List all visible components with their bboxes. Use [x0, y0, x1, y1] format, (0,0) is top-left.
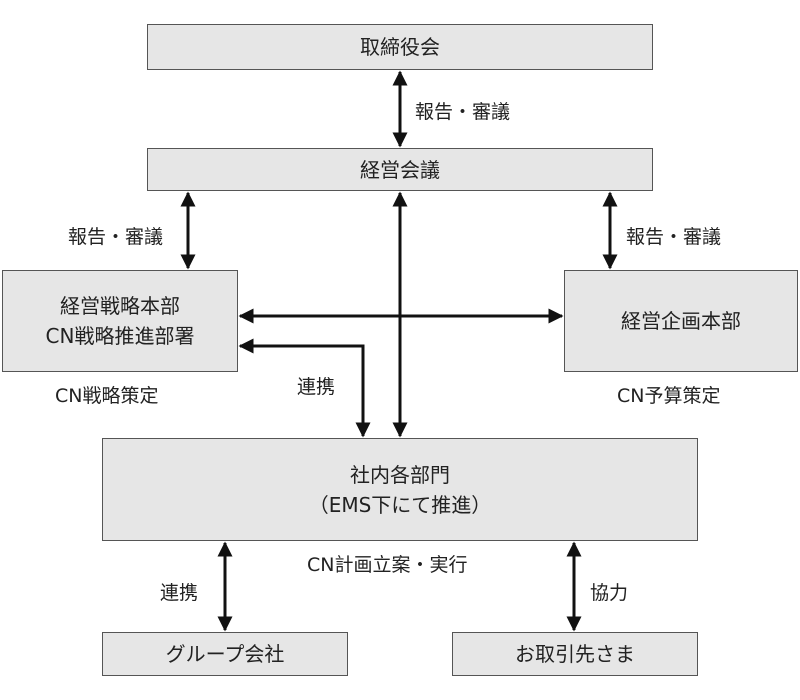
customers-label: お取引先さま [515, 642, 635, 666]
cooperation-bottom-label: 連携 [160, 582, 199, 604]
cn-plan-label: CN計画立案・実行 [307, 554, 468, 576]
report-review-right-label: 報告・審議 [626, 226, 722, 248]
collaboration-label: 協力 [590, 582, 629, 604]
cn-strategy-label: CN戦略策定 [55, 385, 159, 407]
board-box: 取締役会 [147, 24, 653, 70]
arrow-strategy-departments [238, 338, 371, 438]
customers-box: お取引先さま [452, 632, 698, 676]
board-label: 取締役会 [360, 35, 440, 59]
planning-hq-box: 経営企画本部 [564, 270, 798, 372]
mgmt-meeting-label: 経営会議 [360, 157, 440, 182]
cooperation-mid-label: 連携 [297, 376, 336, 398]
planning-hq-label: 経営企画本部 [621, 309, 741, 333]
mgmt-meeting-box: 経営会議 [147, 148, 653, 191]
departments-label-line1: 社内各部門 [350, 462, 450, 487]
cn-budget-label: CN予算策定 [617, 385, 721, 407]
strategy-hq-label-line2: CN戦略推進部署 [45, 324, 195, 348]
report-review-top-label: 報告・審議 [415, 101, 511, 123]
strategy-hq-box: 経営戦略本部 CN戦略推進部署 [2, 270, 238, 372]
departments-label-line2: （EMS下にて推進） [308, 492, 492, 517]
group-companies-box: グループ会社 [102, 632, 348, 676]
strategy-hq-label-line1: 経営戦略本部 [60, 294, 180, 318]
departments-box: 社内各部門 （EMS下にて推進） [102, 438, 698, 541]
group-companies-label: グループ会社 [165, 642, 285, 666]
report-review-left-label: 報告・審議 [68, 226, 164, 248]
